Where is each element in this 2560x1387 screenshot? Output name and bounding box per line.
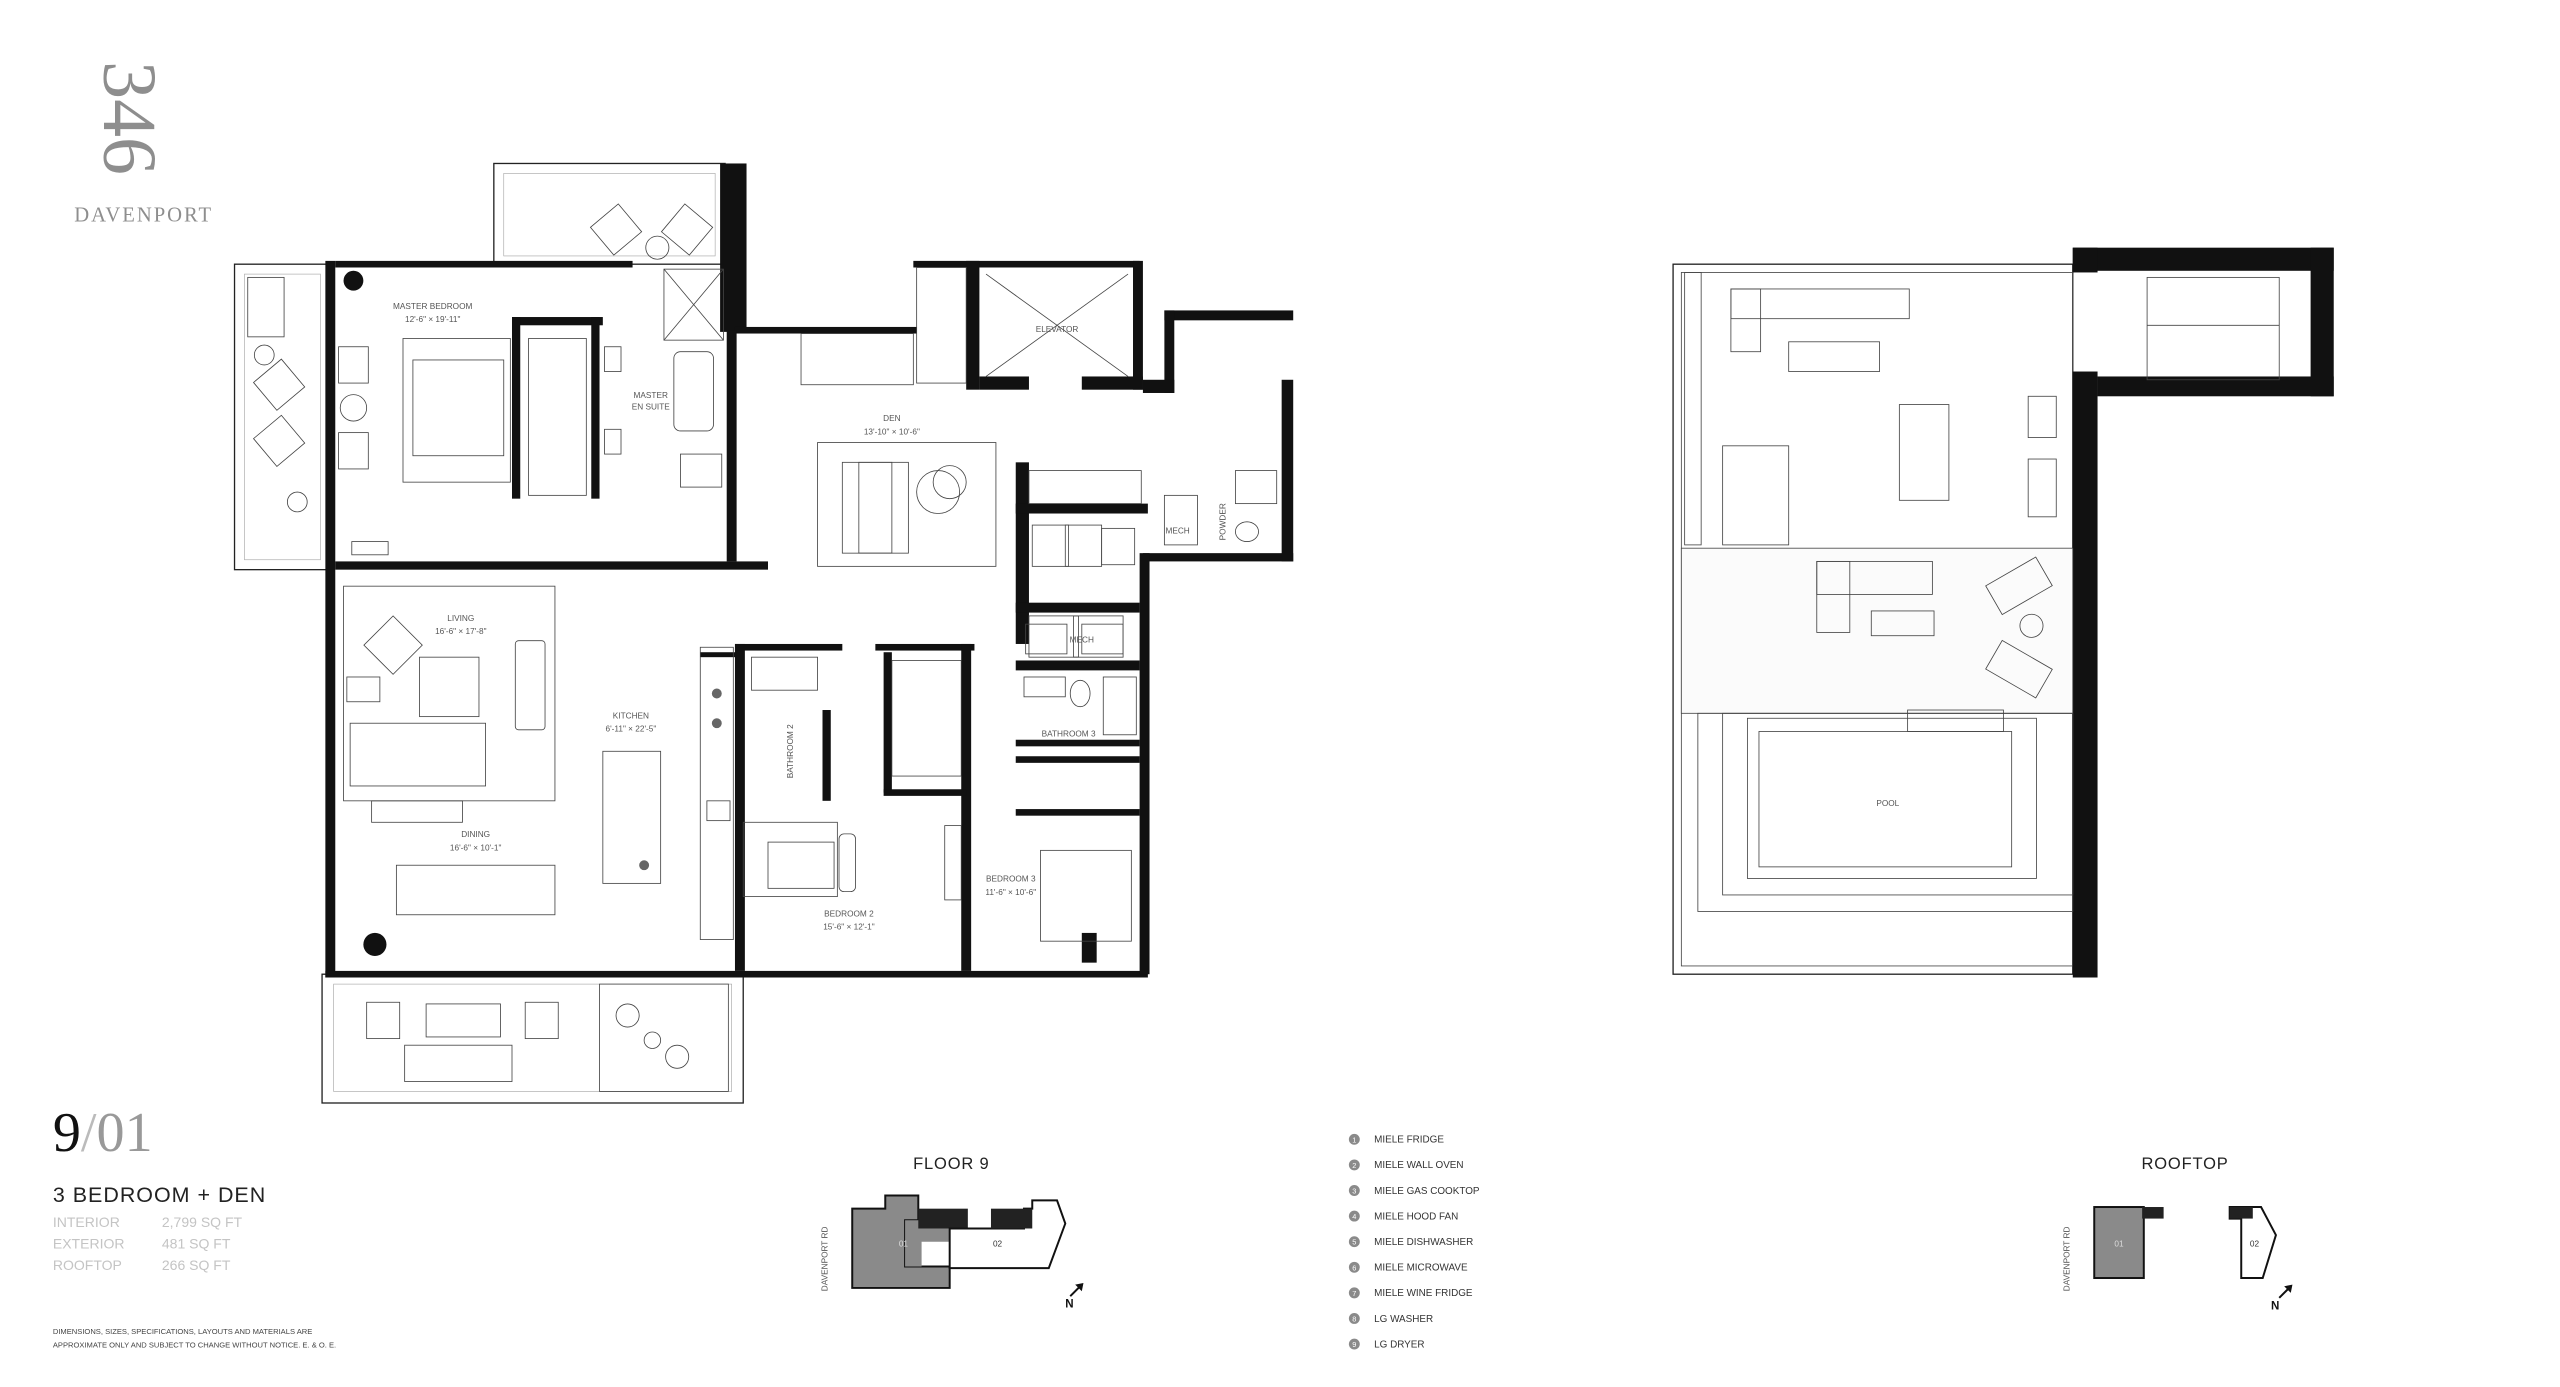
legend-number-badge [1348,1210,1360,1222]
north-arrow-icon: N [1065,1282,1084,1311]
room-pool: POOL [1876,799,1899,808]
area-value-exterior: 481 SQ FT [162,1235,231,1251]
keyplan-rooftop-unit-02: 02 [2250,1240,2260,1249]
legend-number-badge [1348,1287,1360,1299]
north-arrow-icon: N [2271,1284,2293,1312]
room-bedroom-2-dims: 15'-6" × 12'-1" [823,923,875,932]
north-label: N [1065,1299,1073,1311]
room-kitchen-dims: 6'-11" × 22'-5" [605,724,656,733]
room-dining-dims: 16'-6" × 10'-1" [450,843,502,852]
legend-label: MIELE WINE FRIDGE [1374,1288,1473,1299]
logo: 346 DAVENPORT [74,61,213,226]
legend-number-badge [1348,1338,1360,1350]
unit-floor: 9 [53,1102,81,1164]
room-master-bedroom-dims: 12'-6" × 19'-11" [405,315,460,324]
room-master-bedroom: MASTER BEDROOM [393,302,472,311]
legend-number: 6 [1352,1263,1356,1272]
legend-number-badge [1348,1261,1360,1273]
keyplan-rooftop: ROOFTOP DAVENPORT RD 01 02 N [2062,1155,2293,1312]
appliance-legend: 1 MIELE FRIDGE 2 MIELE WALL OVEN 3 MIELE GAS … [1348,1133,1480,1350]
room-bathroom-3: BATHROOM 3 [1042,729,1096,738]
legend-item: 9 LG DRYER [1348,1338,1425,1350]
keyplan-unit-01: 01 [899,1240,909,1249]
unit-suite: 01 [97,1102,153,1164]
legend-number-badge [1348,1159,1360,1171]
north-label-rooftop: N [2271,1300,2279,1312]
keyplan-rooftop-unit-01: 01 [2114,1240,2124,1249]
legend-number-badge [1348,1236,1360,1248]
legend-number: 9 [1352,1340,1356,1349]
legend-number: 3 [1352,1186,1356,1195]
logo-name: DAVENPORT [74,204,213,226]
room-elevator: ELEVATOR [1036,325,1079,334]
legend-number: 1 [1352,1135,1356,1144]
room-den-dims: 13'-10" × 10'-6" [864,427,920,436]
room-living-dims: 16'-6" × 17'-8" [435,627,487,636]
legend-number: 8 [1352,1314,1356,1323]
disclaimer-line-1: DIMENSIONS, SIZES, SPECIFICATIONS, LAYOU… [53,1327,312,1336]
legend-item: 2 MIELE WALL OVEN [1348,1159,1464,1171]
legend-item: 5 MIELE DISHWASHER [1348,1236,1473,1248]
legend-label: MIELE WALL OVEN [1374,1160,1463,1171]
legend-number: 2 [1352,1161,1356,1170]
room-mech: MECH [1165,526,1189,535]
room-living: LIVING [447,614,474,623]
legend-label: MIELE MICROWAVE [1374,1263,1468,1274]
keyplan-rooftop-street: DAVENPORT RD [2062,1227,2071,1292]
legend-number-badge [1348,1133,1360,1145]
legend-number: 5 [1352,1238,1356,1247]
keyplan-unit-02: 02 [993,1240,1003,1249]
keyplan-street: DAVENPORT RD [820,1227,829,1292]
unit-areas: INTERIOR 2,799 SQ FT EXTERIOR 481 SQ FT … [53,1214,243,1273]
legend-label: LG WASHER [1374,1314,1433,1325]
room-kitchen: KITCHEN [613,711,649,720]
area-value-rooftop: 266 SQ FT [162,1257,231,1273]
room-den: DEN [883,414,900,423]
legend-item: 4 MIELE HOOD FAN [1348,1210,1458,1222]
legend-label: MIELE DISHWASHER [1374,1237,1473,1248]
keyplan-rooftop-title: ROOFTOP [2142,1155,2229,1173]
area-label-exterior: EXTERIOR [53,1235,125,1251]
room-master-ensuite: MASTER [634,391,668,400]
floor-9-plan: MASTER BEDROOM 12'-6" × 19'-11" MASTER E… [233,162,1294,1104]
disclaimer-line-2: APPROXIMATE ONLY AND SUBJECT TO CHANGE W… [53,1340,336,1349]
unit-number: 9/01 [53,1102,153,1164]
room-bedroom-2: BEDROOM 2 [824,909,874,918]
legend-label: MIELE GAS COOKTOP [1374,1186,1480,1197]
room-mech-2: MECH [1070,635,1094,644]
rooftop-plan: POOL [1672,247,2334,978]
legend-number-badge [1348,1185,1360,1196]
area-label-interior: INTERIOR [53,1214,120,1230]
legend-label: MIELE FRIDGE [1374,1135,1444,1146]
keyplan-floor-9: FLOOR 9 DAVENPORT RD 01 02 N [820,1155,1084,1311]
area-value-interior: 2,799 SQ FT [162,1214,243,1230]
area-label-rooftop: ROOFTOP [53,1257,122,1273]
room-bedroom-3: BEDROOM 3 [986,875,1036,884]
legend-number: 4 [1352,1212,1356,1221]
logo-number: 346 [87,61,171,175]
legend-item: 1 MIELE FRIDGE [1348,1133,1444,1146]
legend-number: 7 [1352,1289,1356,1298]
legend-label: MIELE HOOD FAN [1374,1211,1458,1222]
legend-item: 7 MIELE WINE FRIDGE [1348,1287,1473,1299]
unit-info: 9/01 3 BEDROOM + DEN INTERIOR 2,799 SQ F… [53,1102,336,1349]
legend-item: 8 LG WASHER [1348,1313,1433,1325]
room-master-ensuite-line2: EN SUITE [632,402,671,411]
unit-type: 3 BEDROOM + DEN [53,1183,266,1207]
legend-number-badge [1348,1313,1360,1324]
unit-separator: / [81,1102,97,1164]
legend-item: 3 MIELE GAS COOKTOP [1348,1185,1480,1197]
room-dining: DINING [461,830,490,839]
legend-item: 6 MIELE MICROWAVE [1348,1261,1468,1274]
room-bedroom-3-dims: 11'-6" × 10'-6" [985,888,1036,897]
keyplan-title: FLOOR 9 [913,1155,989,1173]
legend-label: LG DRYER [1374,1339,1424,1350]
room-powder: POWDER [1218,503,1227,540]
room-bathroom-2: BATHROOM 2 [786,724,795,778]
